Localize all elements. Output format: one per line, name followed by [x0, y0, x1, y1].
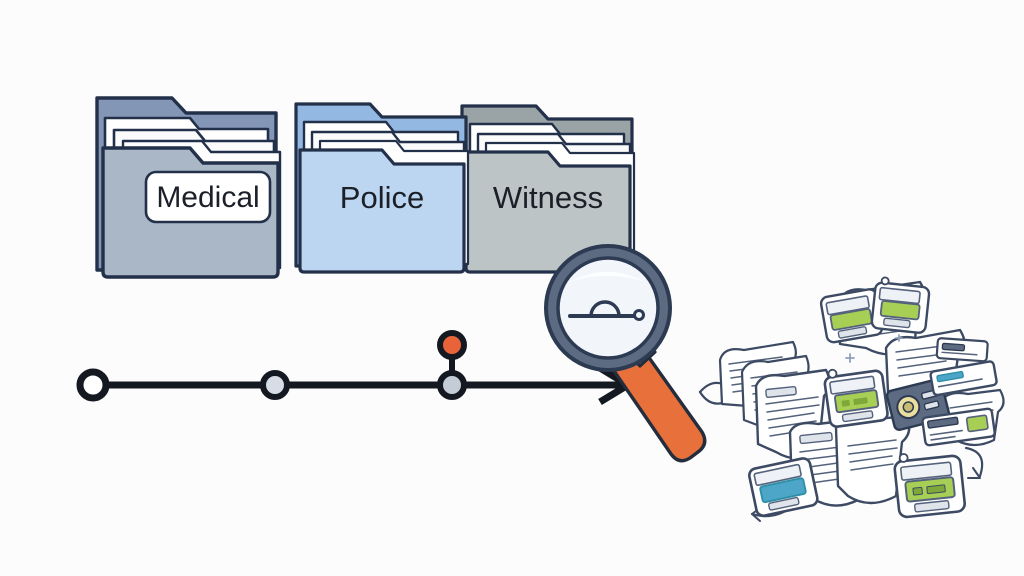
timeline-highlight-marker[interactable]	[437, 330, 467, 360]
folder-medical[interactable]: Medical	[95, 96, 282, 279]
folder-police[interactable]: Police	[294, 102, 470, 274]
device-camera-dot-icon	[827, 368, 838, 379]
device-icon	[893, 453, 966, 519]
folder-witness-label: Witness	[493, 180, 603, 215]
cluster-device-icons	[748, 276, 998, 519]
magnifier-lens-glare	[572, 271, 645, 282]
device-screen-green	[829, 308, 873, 331]
lens-mini-timeline	[568, 300, 645, 321]
paper-header-band	[765, 385, 797, 399]
folder-police-label: Police	[340, 180, 424, 215]
timeline-node-start[interactable]	[76, 368, 110, 402]
device-icon	[823, 368, 889, 428]
device-screen-green	[879, 300, 921, 321]
device-band-blue	[936, 370, 964, 383]
folder-police-front	[298, 148, 466, 274]
evidence-folder-stack: Witness Police Medical	[95, 96, 636, 279]
device-icon	[870, 276, 931, 334]
scattered-documents-cluster	[698, 276, 1005, 522]
device-screen-blue	[759, 477, 807, 504]
case-timeline	[76, 330, 635, 405]
folder-medical-label: Medical	[156, 181, 259, 214]
cluster-sparkles	[845, 334, 903, 363]
magnifier-lens	[556, 256, 660, 360]
device-chip-green	[965, 414, 989, 433]
timeline-node-focus[interactable]	[437, 370, 467, 400]
device-icon	[748, 457, 819, 517]
device-icon	[935, 337, 989, 363]
device-camera-dot-icon	[898, 453, 909, 463]
device-camera-dot-icon	[880, 276, 890, 286]
device-icon	[921, 407, 996, 447]
paper-header-band	[799, 431, 833, 445]
magnifying-glass[interactable]	[544, 244, 707, 463]
timeline-node-mid[interactable]	[260, 370, 290, 400]
device-icon	[929, 360, 998, 397]
folder-medical-label-plate	[144, 170, 272, 224]
device-icon	[819, 288, 884, 344]
